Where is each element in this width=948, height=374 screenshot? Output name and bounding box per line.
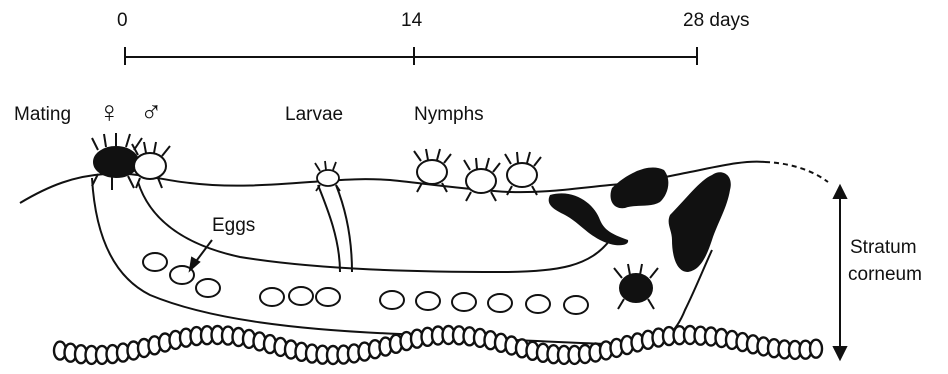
egg xyxy=(564,296,588,314)
larval-burrow xyxy=(318,185,352,272)
fecal-deposits xyxy=(549,168,731,272)
egg xyxy=(196,279,220,297)
adult-female-mite-burrow-end xyxy=(614,264,658,309)
burrow-inner-outline xyxy=(138,182,610,272)
larvae-label: Larvae xyxy=(285,104,343,126)
timeline-label-28-days: 28 days xyxy=(683,10,750,32)
female-symbol-icon: ♀ xyxy=(98,98,121,128)
egg xyxy=(289,287,313,305)
eggs-group xyxy=(143,253,588,314)
timeline-axis xyxy=(125,47,697,65)
stratum-corneum-bracket xyxy=(834,186,846,359)
nymph-mite-3 xyxy=(505,152,541,195)
male-mite-mating xyxy=(132,142,170,188)
egg xyxy=(316,288,340,306)
egg xyxy=(260,288,284,306)
corneum-label: corneum xyxy=(848,264,922,286)
skin-surface-dashed-end xyxy=(765,162,828,182)
stratum-label: Stratum xyxy=(850,237,917,259)
egg xyxy=(488,294,512,312)
mating-label: Mating xyxy=(14,104,71,126)
egg xyxy=(143,253,167,271)
basal-cell xyxy=(810,340,822,358)
egg xyxy=(416,292,440,310)
nymph-mite-2 xyxy=(464,158,500,201)
egg xyxy=(526,295,550,313)
basal-cell-layer xyxy=(54,326,822,364)
egg xyxy=(452,293,476,311)
eggs-label: Eggs xyxy=(212,215,255,237)
timeline-label-14: 14 xyxy=(401,10,422,32)
larva-mite xyxy=(315,161,340,191)
male-symbol-icon: ♂ xyxy=(140,98,163,128)
egg xyxy=(380,291,404,309)
nymphs-label: Nymphs xyxy=(414,104,484,126)
timeline-label-0: 0 xyxy=(117,10,128,32)
